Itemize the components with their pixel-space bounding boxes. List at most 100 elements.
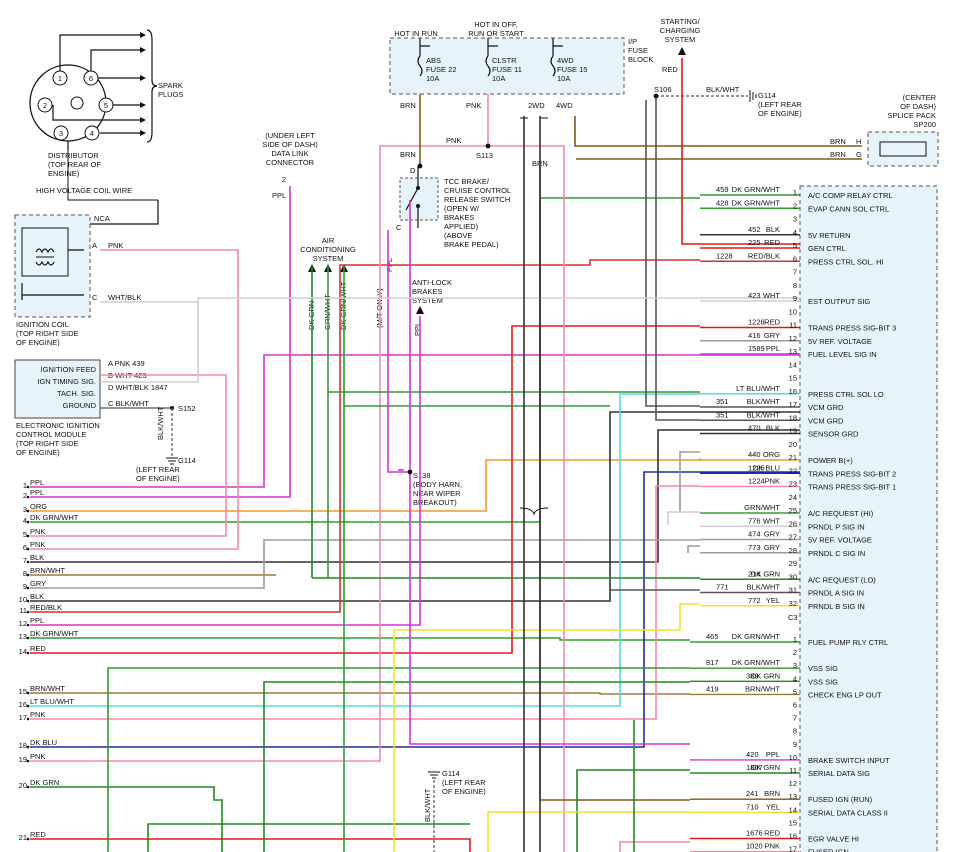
coil-frame: [21, 227, 69, 277]
pcm-circuit-number: 423: [748, 291, 761, 300]
pcm-circuit-number: 225: [748, 238, 761, 247]
harness-wire-number: 10: [19, 595, 27, 604]
hv-coil-wire-label: HIGH VOLTAGE COIL WIRE: [36, 186, 132, 195]
pcm-pin-function: A/C REQUEST (LO): [808, 575, 876, 584]
arrow-icon: [140, 47, 146, 53]
fuse-block-box: [389, 37, 625, 95]
wire: [667, 511, 700, 525]
s138-label: (BODY HARN,: [413, 480, 462, 489]
c3-pin-number: 11: [789, 766, 797, 775]
pcm-pin-function: SENSOR GRD: [808, 430, 859, 439]
c3-pin-function: EGR VALVE HI: [808, 835, 859, 844]
pcm-wire-color: PNK: [765, 477, 780, 486]
pcm-circuit-number: 772: [748, 596, 761, 605]
harness-wire-number: 4: [23, 516, 27, 525]
splice-pin: H: [856, 137, 861, 146]
pnk-label: PNK: [446, 136, 461, 145]
pcm-pin-number: 31: [789, 586, 797, 595]
c3-pin-number: 14: [789, 805, 797, 814]
fuse-label: CLSTR: [492, 56, 517, 65]
fuse-label: 10A: [492, 74, 505, 83]
pcm-wire-color: DK BLU: [753, 463, 780, 472]
nca-label: NCA: [94, 214, 110, 223]
tcc-label: RELEASE SWITCH: [444, 195, 510, 204]
fuse-label: FUSE 22: [426, 65, 456, 74]
pcm-pin-number: 2: [793, 201, 797, 210]
splice-pack-box: [867, 131, 939, 167]
blk-wht-label: BLK/WHT: [423, 788, 432, 822]
pcm-circuit-number: 416: [748, 331, 761, 340]
pcm-pin-function: PRESS CTRL SOL LO: [808, 390, 884, 399]
splice-dot-icon: [653, 93, 659, 99]
splice-wire-label: BRN: [830, 150, 846, 159]
icm-wire-label: D WHT/BLK 1847: [108, 383, 168, 392]
terminal-6: 6: [89, 74, 93, 83]
pcm-wire-color: YEL: [766, 596, 780, 605]
splice-dot-icon: [407, 469, 413, 475]
ground-icon: [166, 457, 178, 465]
connector-dot-icon: [26, 610, 30, 614]
harness-wire-number: 13: [19, 632, 27, 641]
icm-label: OF ENGINE): [16, 448, 60, 457]
fuse-label: FUSE 11: [492, 65, 522, 74]
c3-pin-number: 13: [789, 792, 797, 801]
c3-pin-number: 17: [789, 845, 797, 852]
fuse-feed: [419, 38, 554, 46]
ignition-coil-box: [14, 214, 91, 318]
pcm-wire-color: GRY: [764, 331, 780, 340]
c3-pin-number: 7: [793, 714, 797, 723]
2wd-label: 2WD: [528, 101, 545, 110]
c3-pin-number: 2: [793, 648, 797, 657]
harness-wire-number: 18: [19, 741, 27, 750]
terminal-4: 4: [90, 129, 94, 138]
wire: [523, 116, 541, 852]
terminal-3: 3: [59, 129, 63, 138]
pcm-circuit-number: 214: [748, 569, 761, 578]
harness-wire-label: ORG: [30, 502, 47, 511]
dlc-pin: 2: [282, 175, 286, 184]
c3-pin-number: 6: [793, 701, 797, 710]
pcm-pin-number: 23: [789, 480, 797, 489]
harness-wire-number: 3: [23, 505, 27, 514]
pcm-wire-color: GRN/WHT: [744, 503, 780, 512]
pcm-pin-number: 7: [793, 268, 797, 277]
pcm-wire-color: DK GRN: [751, 569, 780, 578]
icm-pin-label: GROUND: [63, 401, 97, 410]
coil-c-wire: WHT/BLK: [108, 293, 141, 302]
pcm-pin-number: 4: [793, 228, 797, 237]
pcm-circuit-number: 459: [716, 185, 729, 194]
spark-plugs-label: SPARK: [158, 81, 183, 90]
pcm-pin-number: 15: [789, 374, 797, 383]
pcm-circuit-number: 776: [748, 516, 761, 525]
c3-pin-number: 10: [789, 753, 797, 762]
harness-wire-label: BRN/WHT: [30, 566, 65, 575]
c3-wire-color: DK GRN/WHT: [732, 658, 781, 667]
c3-pin-number: 1: [793, 635, 797, 644]
pcm-wire-color: BLK/WHT: [747, 410, 781, 419]
wire: [30, 259, 700, 613]
pcm-wire-color: RED/BLK: [748, 251, 780, 260]
dlc-wire-label: PPL: [272, 191, 286, 200]
icm-label: ELECTRONIC IGNITION: [16, 421, 100, 430]
icm-group: IGNITION FEED IGN TIMING SIG. TACH. SIG.…: [14, 359, 196, 483]
wire: [645, 100, 700, 407]
pcm-pin-function: PRNDL A SIG IN: [808, 589, 864, 598]
pcm-circuit-number: 428: [716, 198, 729, 207]
c3-pin-function: BRAKE SWITCH INPUT: [808, 756, 890, 765]
wire: [30, 186, 291, 498]
c3-pin-number: 8: [793, 727, 797, 736]
connector-dot-icon: [26, 547, 30, 551]
4wd-label: 4WD: [556, 101, 573, 110]
harness-wire-number: 2: [23, 491, 27, 500]
harness-wire-number: 11: [19, 606, 27, 615]
pcm-pin-function: VCM GRD: [808, 416, 844, 425]
tcc-label: (ABOVE: [444, 231, 472, 240]
pcm-circuit-number: 1225: [748, 463, 765, 472]
abs-label: SYSTEM: [412, 296, 443, 305]
harness-wire-number: 8: [23, 569, 27, 578]
c3-wire-color: PPL: [766, 750, 780, 759]
spark-plugs-label: PLUGS: [158, 90, 183, 99]
bottom-ground-group: G114 (LEFT REAR OF ENGINE) BLK/WHT: [423, 769, 486, 852]
